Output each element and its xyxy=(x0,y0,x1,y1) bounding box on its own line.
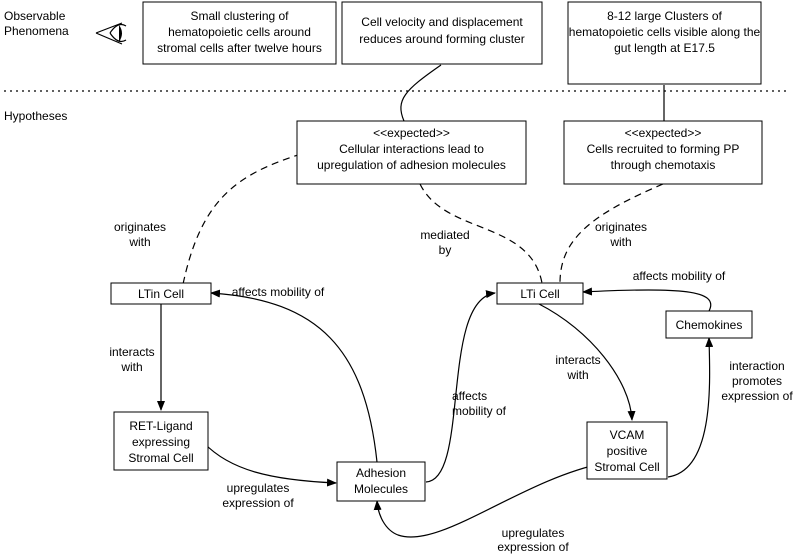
svg-text:with: with xyxy=(120,360,142,374)
label-originates-with-right: originates with xyxy=(595,220,647,249)
svg-text:gut length at E17.5: gut length at E17.5 xyxy=(614,41,715,55)
svg-text:expression of: expression of xyxy=(721,389,793,403)
svg-text:stromal cells after twelve hou: stromal cells after twelve hours xyxy=(157,41,322,55)
svg-text:8-12 large Clusters of: 8-12 large Clusters of xyxy=(607,9,722,23)
svg-text:mediated: mediated xyxy=(420,228,469,242)
observation-small-clustering: Small clustering of hematopoietic cells … xyxy=(142,1,337,65)
entity-chemokines: Chemokines xyxy=(665,310,753,339)
label-interacts-with-ltin: interacts with xyxy=(109,345,154,374)
svg-text:Cells recruited to forming PP: Cells recruited to forming PP xyxy=(587,142,740,156)
svg-text:Molecules: Molecules xyxy=(354,482,408,496)
svg-text:by: by xyxy=(439,243,452,257)
svg-text:expression of: expression of xyxy=(497,540,569,554)
svg-text:upregulates: upregulates xyxy=(227,481,290,495)
label-affects-mobility-lti-chemokines: affects mobility of xyxy=(633,269,726,283)
entity-ltin-cell: LTin Cell xyxy=(110,282,212,305)
eye-icon xyxy=(95,22,127,45)
svg-text:RET-Ligand: RET-Ligand xyxy=(129,419,192,433)
hypothesis-adhesion-upregulation: <<expected>> Cellular interactions lead … xyxy=(296,120,527,185)
svg-text:with: with xyxy=(609,235,631,249)
observable-phenomena-label: Observable Phenomena xyxy=(4,9,69,38)
label-interaction-promotes-expression: interaction promotes expression of xyxy=(721,359,793,403)
edge-vcam-promotes-chemokines xyxy=(667,337,714,478)
svg-text:interaction: interaction xyxy=(729,359,784,373)
svg-text:interacts: interacts xyxy=(555,353,600,367)
label-originates-with-left: originates with xyxy=(114,220,166,249)
edge-velocity-to-adhesion-hypothesis xyxy=(400,64,442,122)
svg-text:expressing: expressing xyxy=(132,435,190,449)
svg-text:with: with xyxy=(566,368,588,382)
svg-text:Cell velocity and displacement: Cell velocity and displacement xyxy=(361,15,523,29)
svg-text:reduces around forming cluster: reduces around forming cluster xyxy=(359,32,524,46)
svg-text:<<expected>>: <<expected>> xyxy=(373,126,450,140)
svg-text:with: with xyxy=(128,235,150,249)
svg-text:Phenomena: Phenomena xyxy=(4,24,69,38)
entity-lti-cell: LTi Cell xyxy=(496,282,584,305)
label-upregulates-expression-vcam: upregulates expression of xyxy=(497,526,569,554)
edge-lti-interacts-vcam xyxy=(538,303,636,421)
svg-text:through chemotaxis: through chemotaxis xyxy=(611,158,716,172)
svg-text:Cellular interactions lead to: Cellular interactions lead to xyxy=(339,142,484,156)
edge-ret-upregulates-adhesion xyxy=(203,442,337,487)
svg-text:originates: originates xyxy=(114,220,166,234)
svg-text:mobility of: mobility of xyxy=(452,404,507,418)
svg-text:affects: affects xyxy=(452,389,487,403)
svg-text:LTin Cell: LTin Cell xyxy=(138,287,184,301)
svg-text:upregulation of adhesion molec: upregulation of adhesion molecules xyxy=(317,158,506,172)
svg-text:Observable: Observable xyxy=(4,9,66,23)
svg-text:hematopoietic cells visible al: hematopoietic cells visible along the xyxy=(569,25,761,39)
svg-text:promotes: promotes xyxy=(732,374,782,388)
svg-text:<<expected>>: <<expected>> xyxy=(625,126,702,140)
svg-text:interacts: interacts xyxy=(109,345,154,359)
edge-vcam-upregulates-adhesion xyxy=(373,462,605,538)
hypotheses-label: Hypotheses xyxy=(4,109,67,123)
svg-text:originates: originates xyxy=(595,220,647,234)
svg-text:Adhesion: Adhesion xyxy=(356,466,406,480)
entity-vcam-stromal-cell: VCAM positive Stromal Cell xyxy=(586,421,668,480)
label-mediated-by: mediated by xyxy=(420,228,469,257)
label-affects-mobility-lti-adhesion: affects mobility of xyxy=(452,389,507,418)
edge-adhesion-affects-lti xyxy=(425,290,496,483)
svg-text:Small clustering of: Small clustering of xyxy=(190,9,289,23)
edge-chemokines-affects-lti xyxy=(582,287,712,312)
edge-adhesion-hypothesis-originates-ltin xyxy=(181,153,302,290)
observation-cell-velocity: Cell velocity and displacement reduces a… xyxy=(341,1,543,65)
entity-ret-ligand-stromal-cell: RET-Ligand expressing Stromal Cell xyxy=(113,411,209,471)
label-upregulates-expression-ret: upregulates expression of xyxy=(222,481,294,510)
svg-text:Chemokines: Chemokines xyxy=(676,318,743,332)
svg-text:positive: positive xyxy=(607,444,648,458)
entity-adhesion-molecules: Adhesion Molecules xyxy=(336,461,426,502)
svg-text:hematopoietic cells around: hematopoietic cells around xyxy=(168,25,311,39)
hypothesis-chemotaxis-recruitment: <<expected>> Cells recruited to forming … xyxy=(563,120,763,185)
label-interacts-with-lti: interacts with xyxy=(555,353,600,382)
edge-adhesion-affects-ltin xyxy=(210,289,378,463)
svg-text:LTi Cell: LTi Cell xyxy=(520,287,559,301)
observation-large-clusters: 8-12 large Clusters of hematopoietic cel… xyxy=(567,1,762,85)
svg-text:expression of: expression of xyxy=(222,496,294,510)
label-affects-mobility-ltin: affects mobility of xyxy=(232,285,325,299)
svg-text:VCAM: VCAM xyxy=(610,428,645,442)
svg-text:Stromal Cell: Stromal Cell xyxy=(594,460,659,474)
edge-chemotaxis-hypothesis-originates-lti xyxy=(559,183,664,284)
svg-text:Stromal Cell: Stromal Cell xyxy=(128,451,193,465)
svg-text:upregulates: upregulates xyxy=(502,526,565,540)
